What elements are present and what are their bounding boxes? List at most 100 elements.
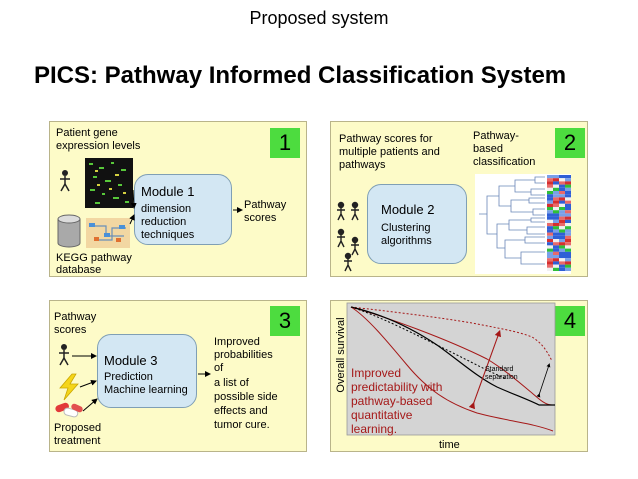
- heatmap-cell: [559, 255, 565, 259]
- supertitle: Proposed system: [249, 8, 389, 28]
- heatmap-cell: [559, 194, 565, 198]
- improved-separation-arrow: [468, 329, 501, 410]
- heatmap-cells: [547, 175, 571, 271]
- db-label-line-2: database: [56, 264, 102, 276]
- patients-icon-group: [337, 201, 359, 272]
- survival-curve-lower: [350, 306, 554, 432]
- heatmap-cell: [565, 248, 571, 252]
- output-label-line-2: probabilities: [214, 349, 273, 361]
- heatmap-cell: [547, 226, 553, 230]
- panel-3: 3 Pathway scores Proposed treatment Modu…: [49, 300, 307, 452]
- output-label-line-1: Pathway-: [473, 130, 519, 142]
- heatmap-cell: [553, 194, 559, 198]
- panel-4-badge: 4: [555, 306, 585, 336]
- panel-1-arrows: [129, 189, 243, 225]
- heatmap-cell: [565, 242, 571, 246]
- heatmap-cell: [547, 261, 553, 265]
- heatmap-cell: [559, 267, 565, 271]
- heatmap-cell: [547, 264, 553, 268]
- heatmap-cell: [559, 258, 565, 262]
- input-label-line-2: scores: [54, 324, 87, 336]
- heatmap-cell: [553, 203, 559, 207]
- module-2-box: Module 2 Clustering algorithms: [367, 184, 467, 264]
- heatmap-cell: [559, 223, 565, 227]
- heatmap-cell: [553, 261, 559, 265]
- output-label-line-6: effects and: [214, 405, 268, 417]
- heatmap-cell: [547, 187, 553, 191]
- heatmap-cell: [559, 213, 565, 217]
- heatmap-cell: [565, 223, 571, 227]
- heatmap-cell: [559, 175, 565, 179]
- heatmap-cell: [547, 229, 553, 233]
- heatmap-cell: [547, 213, 553, 217]
- heatmap-cell: [553, 239, 559, 243]
- heatmap-cell: [553, 226, 559, 230]
- heatmap-cell: [547, 219, 553, 223]
- heatmap-cell: [553, 251, 559, 255]
- heatmap-cell: [547, 191, 553, 195]
- heatmap-cell: [553, 216, 559, 220]
- module-1-line-2: reduction: [141, 216, 187, 228]
- heatmap-cell: [559, 264, 565, 268]
- pills-icon: [55, 402, 83, 418]
- heatmap-cell: [553, 197, 559, 201]
- heatmap-cell: [547, 245, 553, 249]
- heatmap-cell: [565, 226, 571, 230]
- panel-2: 2 Pathway scores for multiple patients a…: [330, 121, 588, 277]
- heatmap-cell: [559, 239, 565, 243]
- heatmap-cell: [547, 267, 553, 271]
- output-label-line-5: possible side: [214, 391, 278, 403]
- module-2-line-1: Clustering: [381, 222, 431, 234]
- heatmap-cell: [547, 181, 553, 185]
- heatmap-cell: [565, 261, 571, 265]
- module-3-line-2: Machine learning: [104, 384, 188, 396]
- heatmap-cell: [559, 210, 565, 214]
- survival-curve-baseline: [350, 306, 555, 406]
- improved-text-line-3: pathway-based: [351, 394, 433, 408]
- heatmap-cell: [547, 255, 553, 259]
- heatmap-cell: [547, 207, 553, 211]
- heatmap-cell: [559, 261, 565, 265]
- module-1-line-1: dimension: [141, 203, 192, 215]
- heatmap-cell: [565, 203, 571, 207]
- improved-text-line-2: predictability with: [351, 380, 443, 394]
- heatmap-cell: [547, 178, 553, 182]
- heatmap-cell: [553, 200, 559, 204]
- heatmap-cell: [559, 200, 565, 204]
- heatmap-cell: [553, 267, 559, 271]
- input-label-line-1: Pathway scores for: [339, 133, 433, 145]
- person-icon: [59, 344, 69, 366]
- survival-plot: [346, 302, 556, 436]
- improved-text-line-1: Improved: [351, 366, 402, 380]
- heatmap-cell: [565, 200, 571, 204]
- heatmap-cell: [547, 258, 553, 262]
- heatmap-cell: [553, 184, 559, 188]
- heatmap-cell: [559, 251, 565, 255]
- heatmap-cell: [565, 235, 571, 239]
- heatmap-cell: [565, 216, 571, 220]
- heatmap-cell: [559, 207, 565, 211]
- module-1-title: Module 1: [141, 184, 195, 199]
- panel-2-badge: 2: [555, 128, 585, 158]
- heatmap-cell: [553, 191, 559, 195]
- heatmap-cell: [553, 207, 559, 211]
- module-1-line-3: techniques: [141, 229, 195, 241]
- heatmap-cell: [559, 181, 565, 185]
- x-axis-label: time: [439, 439, 460, 451]
- input-label-line-1: Pathway: [54, 311, 97, 323]
- heatmap-cell: [565, 258, 571, 262]
- heatmap-cell: [553, 258, 559, 262]
- person-icon: [60, 170, 70, 192]
- heatmap-cell: [553, 175, 559, 179]
- panel-1-badge: 1: [270, 128, 300, 158]
- heatmap-cell: [547, 216, 553, 220]
- heatmap-cell: [547, 251, 553, 255]
- heatmap-cell: [553, 242, 559, 246]
- standard-separation-arrow: [536, 363, 551, 398]
- heatmap-cell: [559, 203, 565, 207]
- heatmap-cell: [559, 232, 565, 236]
- heatmap-cell: [565, 178, 571, 182]
- heatmap-cell: [553, 219, 559, 223]
- page-title: PICS: Pathway Informed Classification Sy…: [34, 62, 567, 89]
- heatmap-cell: [565, 264, 571, 268]
